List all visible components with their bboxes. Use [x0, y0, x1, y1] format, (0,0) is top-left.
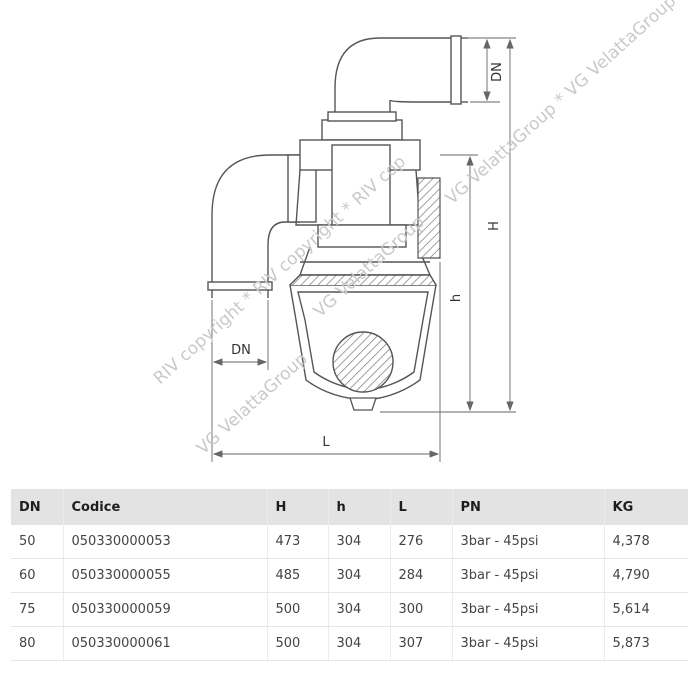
header-kg: KG	[603, 489, 688, 525]
header-dn: DN	[11, 489, 63, 525]
cell-H: 500	[266, 626, 328, 661]
dim-label-dn-side: DN	[231, 343, 251, 358]
cell-codice: 050330000053	[62, 525, 267, 559]
cell-codice: 050330000059	[62, 592, 267, 627]
cell-dn: 75	[11, 592, 63, 627]
cell-kg: 5,873	[603, 626, 688, 661]
header-pn: PN	[451, 489, 604, 525]
cell-kg: 5,614	[603, 592, 688, 627]
dim-label-h: h	[449, 294, 464, 302]
cell-dn: 50	[11, 525, 63, 559]
table-row: 80 050330000061 500 304 307 3bar - 45psi…	[11, 626, 688, 661]
header-H: H	[266, 489, 328, 525]
drain-plug	[349, 397, 377, 411]
cell-codice: 050330000061	[62, 626, 267, 661]
cell-pn: 3bar - 45psi	[451, 592, 604, 627]
table-row: 60 050330000055 485 304 284 3bar - 45psi…	[11, 558, 688, 593]
specifications-table: DN Codice H h L PN KG 50 050330000053 47…	[11, 489, 688, 661]
cell-L: 284	[389, 558, 452, 593]
cell-h: 304	[327, 525, 390, 559]
watermark-velatta-right: VG VelattaGroup * VG VelattaGroup * V	[442, 0, 700, 209]
dim-label-H: H	[487, 221, 502, 231]
cell-kg: 4,790	[603, 558, 688, 593]
cell-L: 307	[389, 626, 452, 661]
dim-label-L: L	[322, 435, 330, 450]
float-ball	[332, 331, 394, 393]
outlet-elbow	[334, 35, 468, 122]
technical-drawing: DN H h DN L RIV copyright * RIV copyrigh…	[150, 0, 700, 462]
cell-pn: 3bar - 45psi	[451, 525, 604, 559]
cell-pn: 3bar - 45psi	[451, 558, 604, 593]
table-row: 50 050330000053 473 304 276 3bar - 45psi…	[11, 525, 688, 559]
header-L: L	[389, 489, 452, 525]
header-h: h	[327, 489, 390, 525]
cell-kg: 4,378	[603, 525, 688, 559]
cell-h: 304	[327, 558, 390, 593]
cell-dn: 60	[11, 558, 63, 593]
cell-L: 300	[389, 592, 452, 627]
table-header-row: DN Codice H h L PN KG	[11, 489, 688, 525]
valve-body	[295, 111, 432, 276]
cell-H: 485	[266, 558, 328, 593]
cell-pn: 3bar - 45psi	[451, 626, 604, 661]
cap-flange	[417, 177, 441, 259]
cell-codice: 050330000055	[62, 558, 267, 593]
cell-L: 276	[389, 525, 452, 559]
cell-H: 473	[266, 525, 328, 559]
cell-h: 304	[327, 592, 390, 627]
table-row: 75 050330000059 500 304 300 3bar - 45psi…	[11, 592, 688, 627]
cell-H: 500	[266, 592, 328, 627]
cell-h: 304	[327, 626, 390, 661]
cell-dn: 80	[11, 626, 63, 661]
header-codice: Codice	[62, 489, 267, 525]
dim-label-dn-top: DN	[490, 62, 505, 82]
dimension-lines	[211, 37, 516, 462]
watermark-velatta-low: VG VelattaGroup	[193, 349, 312, 459]
